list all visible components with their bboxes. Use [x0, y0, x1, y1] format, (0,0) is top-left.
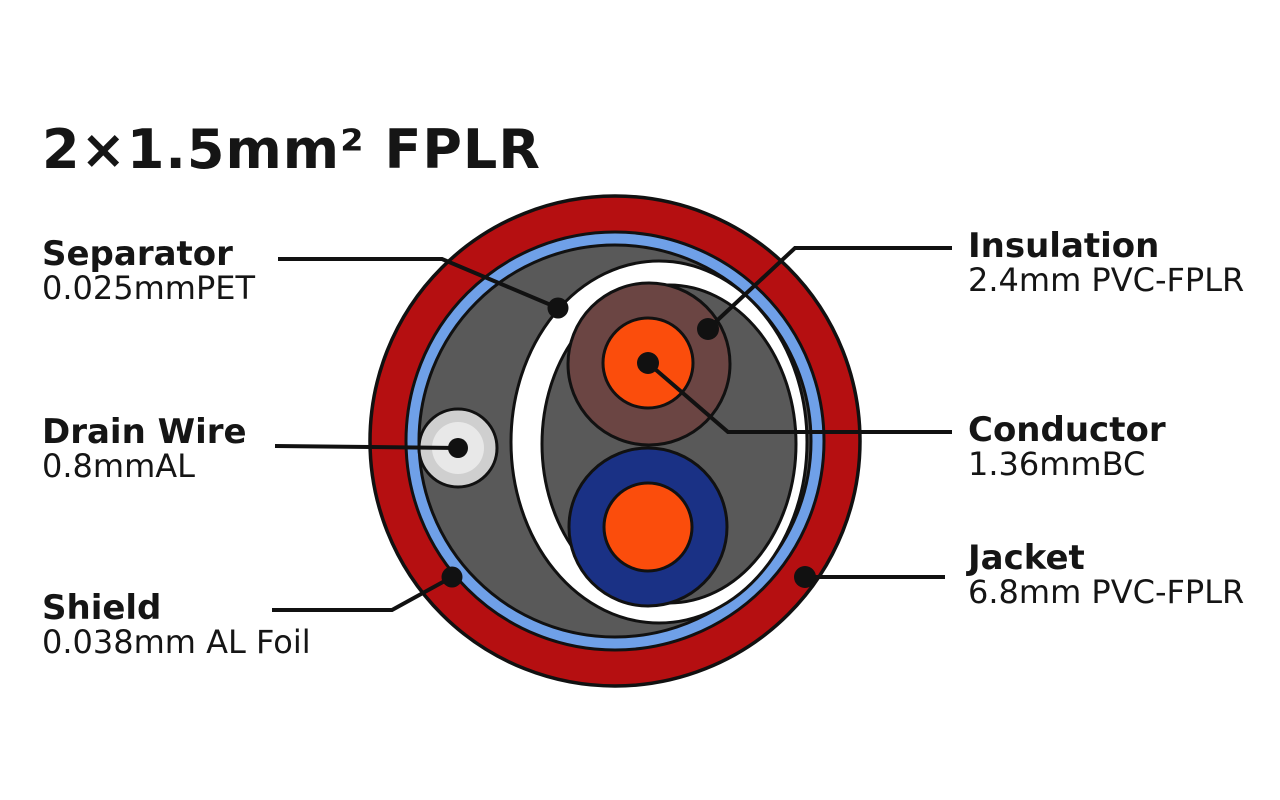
callout-separator: Separator 0.025mmPET: [42, 236, 255, 306]
conductor-leader-dot: [637, 352, 659, 374]
conductor-spec: 1.36mmBC: [968, 445, 1146, 484]
insulation-label: Insulation: [968, 226, 1160, 266]
jacket-label: Jacket: [968, 538, 1085, 578]
separator-spec: 0.025mmPET: [42, 269, 256, 308]
jacket-spec: 6.8mm PVC-FPLR: [968, 573, 1245, 612]
callout-drain-wire: Drain Wire 0.8mmAL: [42, 414, 247, 484]
drain-wire-leader-dot: [448, 438, 468, 458]
insulation-spec: 2.4mm PVC-FPLR: [968, 261, 1245, 300]
callout-jacket: Jacket 6.8mm PVC-FPLR: [968, 540, 1244, 610]
callout-conductor: Conductor 1.36mmBC: [968, 412, 1166, 482]
callout-insulation: Insulation 2.4mm PVC-FPLR: [968, 228, 1244, 298]
conductor-bottom-core: [602, 481, 694, 573]
jacket-leader-dot: [794, 566, 816, 588]
separator-label: Separator: [42, 234, 233, 274]
insulation-leader-line: [706, 246, 952, 331]
shield-label: Shield: [42, 588, 162, 628]
separator-leader-dot: [547, 297, 569, 319]
conductor-leader-line: [646, 361, 952, 434]
drain-wire-leader-line: [274, 444, 459, 450]
page-title: 2×1.5mm² FPLR: [42, 118, 541, 181]
drain-wire-spec: 0.8mmAL: [42, 447, 195, 486]
callout-shield: Shield 0.038mm AL Foil: [42, 590, 311, 660]
shield-leader-line: [272, 575, 453, 612]
shield-leader-dot: [441, 566, 463, 588]
drain-wire-label: Drain Wire: [42, 412, 247, 452]
conductor-label: Conductor: [968, 410, 1166, 450]
shield-spec: 0.038mm AL Foil: [42, 623, 311, 662]
separator-leader-line: [278, 257, 559, 310]
insulation-leader-dot: [697, 318, 719, 340]
